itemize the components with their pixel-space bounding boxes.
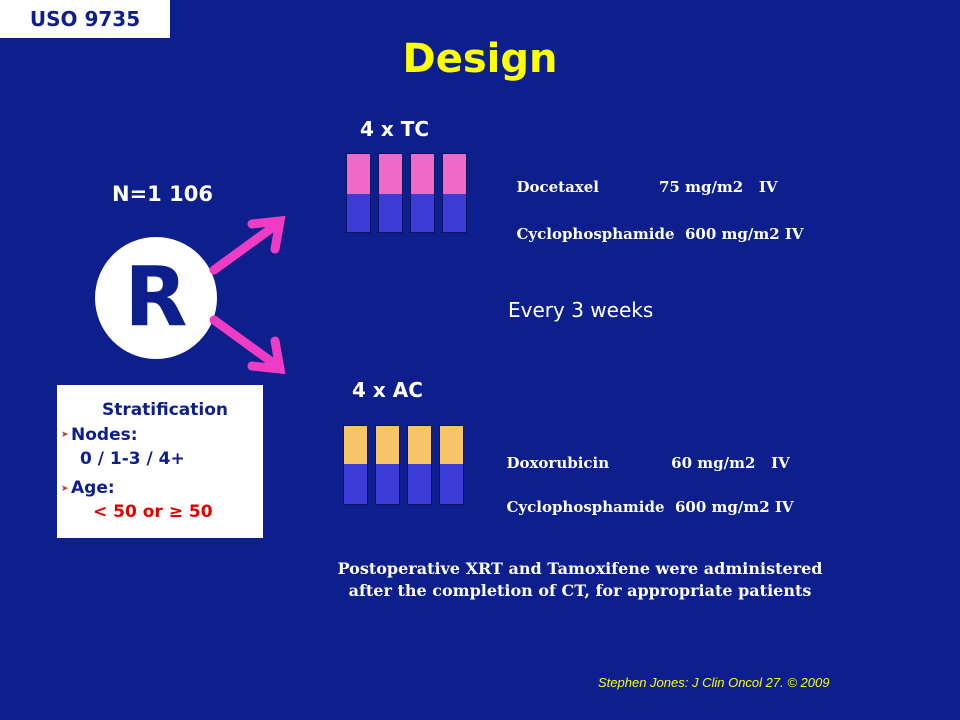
cycle-bar-bottom	[344, 464, 367, 504]
cycle-bar	[407, 425, 432, 505]
arm-title-ac: 4 x AC	[352, 378, 423, 402]
arrow-head-ac	[247, 336, 286, 375]
strat-age-values: < 50 or ≥ 50	[93, 502, 213, 522]
strat-nodes-values: 0 / 1-3 / 4+	[80, 449, 185, 469]
cycle-bar-bottom	[376, 464, 399, 504]
cycle-bar-bottom	[443, 194, 466, 232]
cycle-bars-ac	[343, 425, 465, 505]
bullet-icon: ➤	[61, 430, 69, 440]
randomization-circle: R	[95, 237, 217, 359]
footnote-line-1: Postoperative XRT and Tamoxifene were ad…	[337, 559, 823, 578]
footnote-line-2: after the completion of CT, for appropri…	[348, 581, 812, 600]
arm-title-tc: 4 x TC	[360, 117, 430, 141]
cycle-bar	[346, 153, 371, 233]
cycle-bar-top	[376, 426, 399, 464]
drug-route: IV	[784, 225, 804, 243]
cycle-bar-top	[411, 154, 434, 194]
drug-row-ac-1: Doxorubicin 60 mg/m2 IV	[496, 436, 790, 472]
drug-route: IV	[758, 178, 778, 196]
slide-title: Design	[402, 36, 558, 82]
stratification-title: Stratification	[101, 400, 229, 420]
cycle-bar	[442, 153, 467, 233]
cycle-bar-bottom	[411, 194, 434, 232]
cycle-bar-top	[344, 426, 367, 464]
cycle-bar	[439, 425, 464, 505]
trial-badge: USO 9735	[0, 0, 170, 38]
cycle-bar-bottom	[440, 464, 463, 504]
drug-row-tc-2: Cyclophosphamide 600 mg/m2 IV	[506, 207, 804, 243]
arrow-to-ac	[209, 315, 281, 370]
drug-route: IV	[774, 498, 794, 516]
drug-row-ac-2: Cyclophosphamide 600 mg/m2 IV	[496, 480, 794, 516]
drug-name: Doxorubicin	[506, 454, 610, 472]
cycle-bar-top	[408, 426, 431, 464]
cycle-bar	[410, 153, 435, 233]
arrow-head-tc	[247, 215, 286, 254]
cycle-bar	[375, 425, 400, 505]
cycle-bars-tc	[346, 153, 467, 233]
schedule-label: Every 3 weeks	[508, 298, 654, 322]
drug-dose: 60 mg/m2	[671, 454, 756, 472]
cycle-bar-bottom	[347, 194, 370, 232]
drug-dose: 75 mg/m2	[658, 178, 744, 196]
drug-dose: 600 mg/m2	[684, 225, 780, 243]
strat-age-label: Age:	[71, 478, 115, 498]
cycle-bar-top	[379, 154, 402, 194]
drug-dose: 600 mg/m2	[674, 498, 770, 516]
stratification-box: Stratification ➤ Nodes: 0 / 1-3 / 4+ ➤ A…	[57, 385, 263, 538]
sample-size-label: N=1 106	[112, 182, 213, 206]
cycle-bar-top	[443, 154, 466, 194]
cycle-bar-bottom	[379, 194, 402, 232]
arrow-to-tc	[209, 220, 281, 275]
drug-name: Cyclophosphamide	[516, 225, 675, 243]
bullet-icon: ➤	[61, 484, 69, 494]
cycle-bar	[378, 153, 403, 233]
cycle-bar-top	[347, 154, 370, 194]
drug-name: Docetaxel	[516, 178, 599, 196]
cycle-bar-top	[440, 426, 463, 464]
footnote: Postoperative XRT and Tamoxifene were ad…	[300, 558, 860, 602]
citation: Stephen Jones: J Clin Oncol 27. © 2009	[598, 675, 830, 690]
cycle-bar	[343, 425, 368, 505]
drug-name: Cyclophosphamide	[506, 498, 665, 516]
strat-nodes-label: Nodes:	[71, 425, 138, 445]
drug-route: IV	[771, 454, 790, 472]
cycle-bar-bottom	[408, 464, 431, 504]
drug-row-tc-1: Docetaxel 75 mg/m2 IV	[506, 160, 778, 196]
